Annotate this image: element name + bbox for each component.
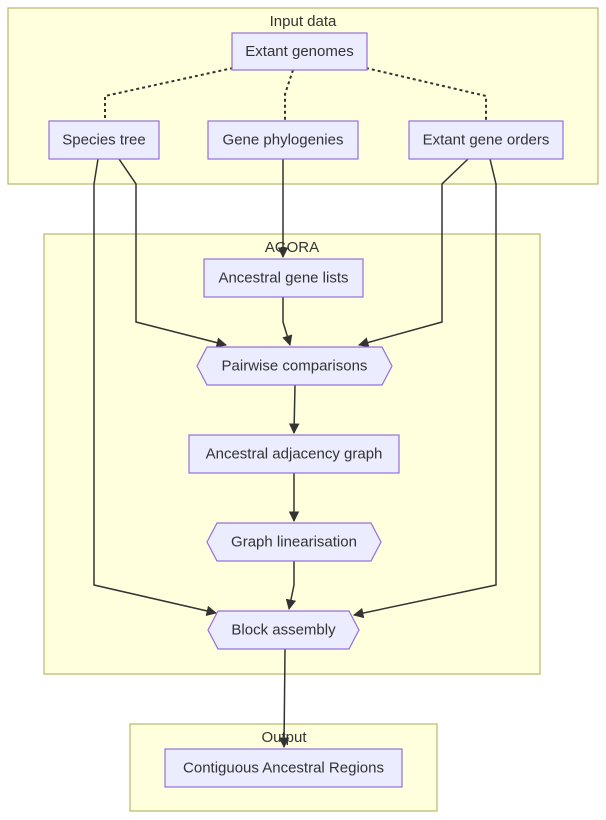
- link-genomes-species-tree: [104, 67, 234, 121]
- link-genomes-gene-phylogenies: [284, 69, 294, 121]
- link-genomes-gene-orders: [365, 67, 487, 121]
- arrow-gene-orders-to-block-assembly: [352, 158, 497, 619]
- node-pairwise-comparisons-label: Pairwise comparisons: [222, 358, 368, 375]
- node-species-tree-label: Species tree: [62, 132, 145, 149]
- arrow-species-tree-to-block-assembly: [93, 158, 218, 617]
- node-ancestral-gene-lists: Ancestral gene lists: [203, 258, 364, 298]
- node-species-tree: Species tree: [48, 120, 160, 160]
- node-pairwise-comparisons: Pairwise comparisons: [196, 346, 393, 386]
- node-extant-genomes-label: Extant genomes: [245, 43, 353, 60]
- node-gene-phylogenies: Gene phylogenies: [207, 120, 359, 160]
- node-extant-gene-orders-label: Extant gene orders: [423, 132, 550, 149]
- node-block-assembly-label: Block assembly: [231, 622, 336, 639]
- node-graph-linearisation: Graph linearisation: [206, 522, 382, 562]
- arrows: [93, 158, 497, 749]
- cluster-input-data-label: Input data: [270, 13, 337, 30]
- arrow-pairwise-to-adjacency: [288, 384, 300, 435]
- dotted-links: [104, 67, 487, 121]
- arrow-gene-orders-to-pairwise: [357, 158, 469, 348]
- node-ancestral-adjacency-graph-label: Ancestral adjacency graph: [206, 446, 383, 463]
- arrow-species-tree-to-pairwise: [118, 158, 228, 348]
- node-ancestral-adjacency-graph: Ancestral adjacency graph: [188, 434, 400, 474]
- node-contiguous-ancestral-regions: Contiguous Ancestral Regions: [164, 748, 403, 788]
- arrow-gene-lists-to-pairwise: [282, 297, 293, 347]
- node-contiguous-ancestral-regions-label: Contiguous Ancestral Regions: [183, 760, 384, 777]
- node-extant-genomes: Extant genomes: [231, 32, 368, 71]
- node-block-assembly: Block assembly: [207, 610, 360, 650]
- arrow-block-assembly-to-regions: [278, 648, 290, 749]
- cluster-agora-label: AGORA: [265, 239, 319, 256]
- node-graph-linearisation-label: Graph linearisation: [231, 534, 357, 551]
- node-gene-phylogenies-label: Gene phylogenies: [223, 132, 344, 149]
- node-extant-gene-orders: Extant gene orders: [408, 120, 564, 160]
- arrow-linearisation-to-block-assembly: [285, 561, 297, 611]
- node-ancestral-gene-lists-label: Ancestral gene lists: [218, 270, 348, 287]
